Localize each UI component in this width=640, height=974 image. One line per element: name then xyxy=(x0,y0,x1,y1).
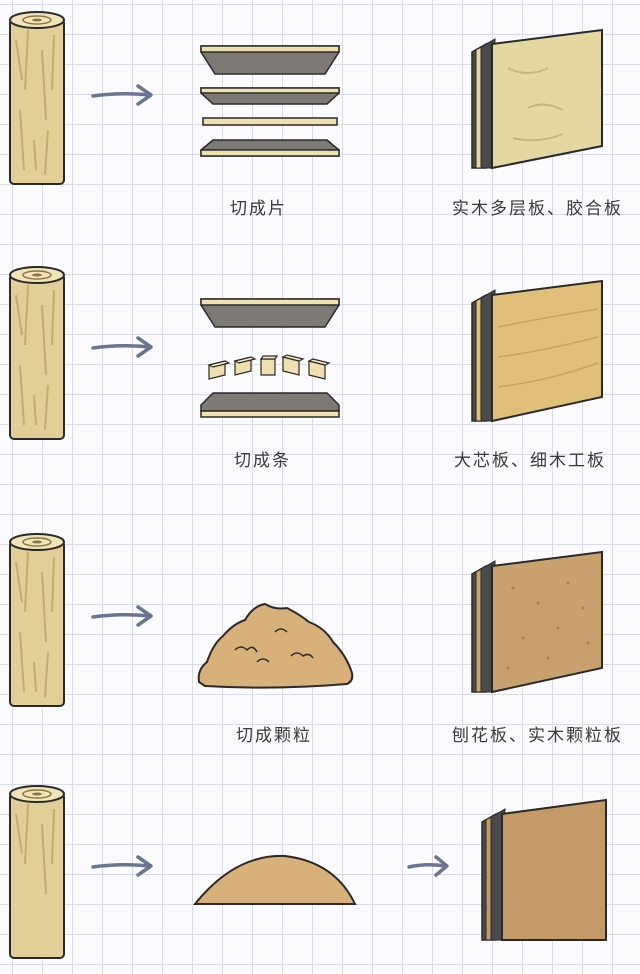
process-label: 切成颗粒 xyxy=(236,726,312,746)
chips-pile-graphic xyxy=(195,600,354,730)
log-icon xyxy=(8,265,66,440)
fiber-pile-graphic xyxy=(192,844,357,974)
arrow-right-icon xyxy=(90,854,156,878)
row-particles: 切成颗粒 刨花板、实木颗粒板 xyxy=(0,524,640,784)
plywood-board-icon xyxy=(468,28,608,188)
log-icon xyxy=(8,10,66,185)
product-label: 大芯板、细木工板 xyxy=(454,451,606,471)
row-fibers xyxy=(0,778,640,959)
row-strips: 切成条 大芯板、细木工板 xyxy=(0,255,640,515)
fiberboard-icon xyxy=(478,796,618,956)
arrow-right-icon xyxy=(406,854,472,878)
arrow-right-icon xyxy=(90,335,156,359)
log-icon xyxy=(8,784,66,959)
product-label: 刨花板、实木颗粒板 xyxy=(452,726,623,746)
process-label: 切成条 xyxy=(234,451,291,471)
blockboard-icon xyxy=(468,277,608,437)
arrow-right-icon xyxy=(90,83,156,107)
product-label: 实木多层板、胶合板 xyxy=(452,199,623,219)
row-sliced: 切成片 实木多层板、胶合板 xyxy=(0,0,640,260)
process-label: 切成片 xyxy=(230,199,287,219)
strips-graphic xyxy=(195,295,345,425)
slices-graphic xyxy=(195,42,345,172)
particleboard-icon xyxy=(468,548,608,708)
arrow-right-icon xyxy=(90,604,156,628)
log-icon xyxy=(8,532,66,707)
